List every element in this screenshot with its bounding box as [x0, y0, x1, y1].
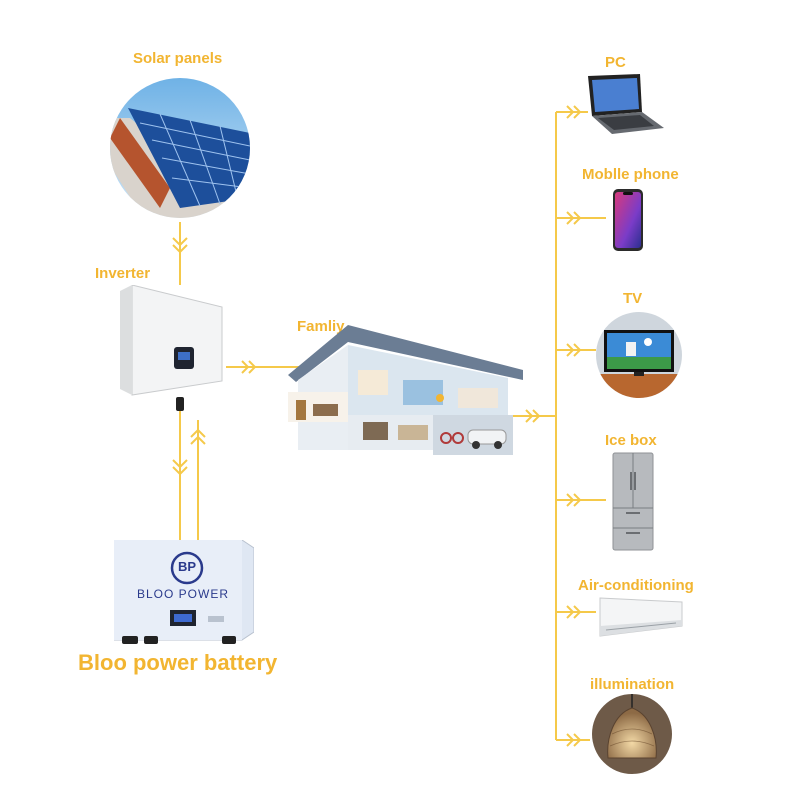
smartphone-icon — [613, 189, 643, 251]
battery-brand: BLOO POWER — [136, 587, 229, 601]
pc-label: PC — [605, 54, 626, 71]
ice-box-label: Ice box — [605, 432, 657, 449]
family-label: Famliy — [297, 318, 345, 335]
air-conditioning-label: Air-conditioning — [578, 577, 694, 594]
solar-panel-icon — [110, 78, 250, 218]
illumination-label: illumination — [590, 676, 675, 693]
solar-panels-label: Solar panels — [133, 50, 223, 67]
battery-unit: BP BLOO POWER — [114, 540, 254, 644]
fridge-icon — [612, 452, 654, 551]
mobile-phone-label: Moblle phone — [582, 166, 679, 183]
inverter-icon — [120, 285, 223, 411]
house-icon — [288, 325, 523, 455]
battery-logo: BP — [177, 559, 197, 574]
battery-label: Bloo power battery — [78, 650, 278, 675]
laptop-icon — [588, 74, 664, 134]
tv-label: TV — [623, 290, 643, 307]
inverter-label: Inverter — [95, 265, 151, 282]
air-conditioner-icon — [599, 597, 683, 637]
tv-icon — [596, 312, 682, 398]
pendant-lamp-icon — [592, 694, 672, 774]
